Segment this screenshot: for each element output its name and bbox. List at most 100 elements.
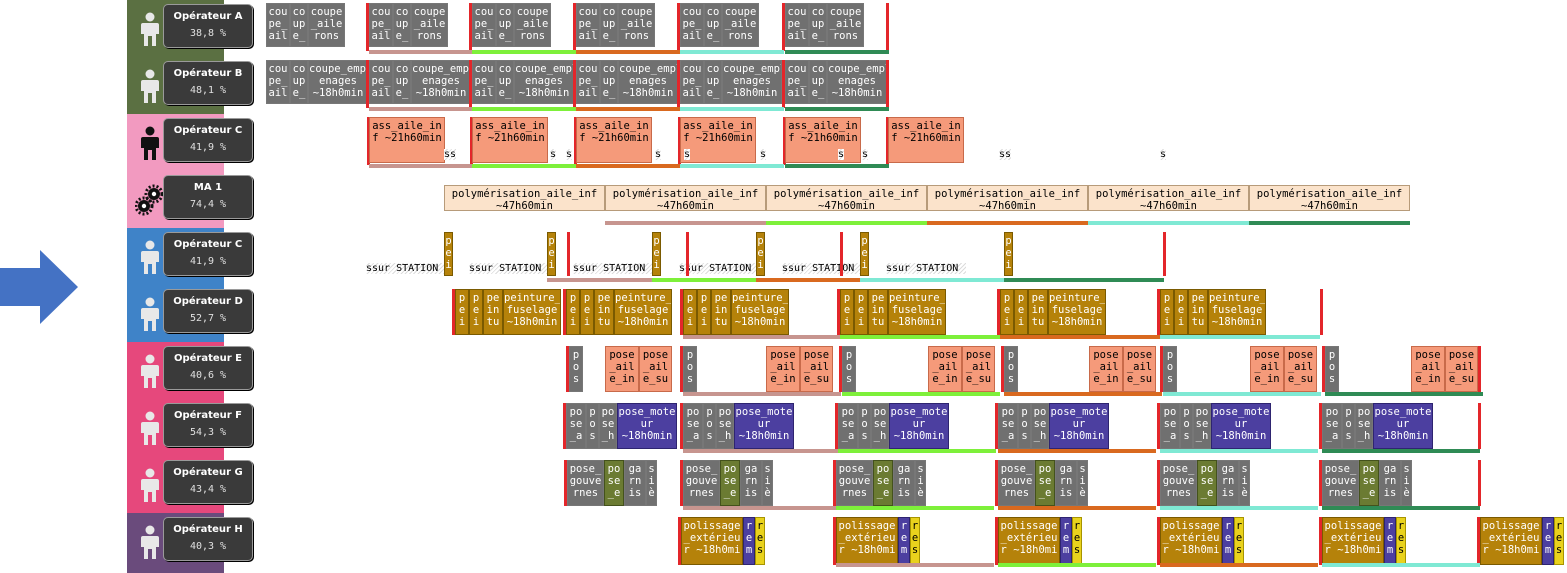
task-block[interactable]: pe in tu xyxy=(483,289,503,335)
task-block[interactable]: coupe_empl enages ~18h0min xyxy=(618,60,678,104)
task-block[interactable]: s i è xyxy=(1077,460,1088,506)
task-block[interactable]: ass_aile_in f ~21h60min xyxy=(576,117,652,163)
task-block[interactable]: ass_aile_in f ~21h60min xyxy=(680,117,756,163)
task-block[interactable]: p e i xyxy=(1014,289,1028,335)
task-block[interactable]: pe in tu xyxy=(1188,289,1208,335)
task-block[interactable]: polissage _extérieu r ~18h0mi xyxy=(836,517,898,565)
task-block[interactable]: pose _ail e_in xyxy=(928,346,962,392)
task-block[interactable]: po se _e xyxy=(1035,460,1055,506)
task-block[interactable]: polymérisation_aile_inf ~47h60min xyxy=(927,185,1088,211)
task-block[interactable]: r e m xyxy=(743,517,755,565)
task-block[interactable]: co up e_ xyxy=(600,3,618,47)
task-block[interactable]: ass_aile_in f ~21h60min xyxy=(785,117,861,163)
task-block[interactable]: p e i xyxy=(1160,289,1174,335)
task-block[interactable]: co up e_ xyxy=(704,60,722,104)
task-block[interactable]: cou pe_ ail xyxy=(680,3,704,47)
task-block[interactable]: pose_mote ur ~18h0min xyxy=(1373,403,1433,449)
task-block[interactable]: polissage _extérieu r ~18h0mi xyxy=(1322,517,1384,565)
task-block[interactable]: p e i xyxy=(1000,289,1014,335)
task-block[interactable]: pe in tu xyxy=(594,289,614,335)
task-block[interactable]: coupe _aile rons xyxy=(618,3,655,47)
task-block[interactable]: po se _e xyxy=(873,460,893,506)
task-block[interactable]: pose _ail e_in xyxy=(766,346,800,392)
task-block[interactable]: p o s xyxy=(858,403,871,449)
task-block[interactable]: co up e_ xyxy=(600,60,618,104)
task-block[interactable]: p e i xyxy=(547,232,556,276)
task-block[interactable]: ass_aile_in f ~21h60min xyxy=(472,117,548,163)
task-block[interactable]: po se _e xyxy=(720,460,740,506)
task-block[interactable]: pose _ail e_su xyxy=(1284,346,1317,392)
task-block[interactable]: co up e_ xyxy=(290,3,308,47)
task-block[interactable]: polissage _extérieu r ~18h0mi xyxy=(1160,517,1222,565)
task-block[interactable]: s i è xyxy=(646,460,657,506)
task-block[interactable]: p e i xyxy=(566,289,580,335)
task-block[interactable]: p e i xyxy=(860,232,869,276)
task-block[interactable]: p e i xyxy=(469,289,483,335)
task-block[interactable]: po se _h xyxy=(1031,403,1049,449)
task-block[interactable]: polymérisation_aile_inf ~47h60min xyxy=(444,185,605,211)
task-block[interactable]: po se _a xyxy=(566,403,586,449)
task-block[interactable]: pose _ail e_su xyxy=(800,346,833,392)
task-block[interactable]: p o s xyxy=(1180,403,1193,449)
task-block[interactable]: r e s xyxy=(910,517,920,565)
task-block[interactable]: p e i xyxy=(580,289,594,335)
task-block[interactable]: pose _ail e_in xyxy=(1411,346,1445,392)
task-block[interactable]: po se _e xyxy=(1359,460,1379,506)
task-block[interactable]: ass_aile_in f ~21h60min xyxy=(888,117,964,163)
task-block[interactable]: co up e_ xyxy=(704,3,722,47)
task-block[interactable]: pose _ail e_in xyxy=(1089,346,1123,392)
task-block[interactable]: p e i xyxy=(1174,289,1188,335)
task-block[interactable]: coupe_empl enages ~18h0min xyxy=(308,60,368,104)
task-block[interactable]: coupe _aile rons xyxy=(514,3,551,47)
task-block[interactable]: s i è xyxy=(1239,460,1250,506)
task-block[interactable]: pose _ail e_su xyxy=(1445,346,1478,392)
task-block[interactable]: r e s xyxy=(1234,517,1244,565)
task-block[interactable]: p e i xyxy=(697,289,711,335)
task-block[interactable]: pose_mote ur ~18h0min xyxy=(734,403,794,449)
task-block[interactable]: r e m xyxy=(1542,517,1554,565)
task-block[interactable]: p o s xyxy=(569,346,583,392)
task-block[interactable]: peinture_ fuselage ~18h0min xyxy=(1208,289,1266,335)
task-block[interactable]: pose_ gouve rnes xyxy=(998,460,1035,506)
task-block[interactable]: po se _h xyxy=(599,403,617,449)
task-block[interactable]: pose _ail e_in xyxy=(605,346,639,392)
task-block[interactable]: pose_ gouve rnes xyxy=(1160,460,1197,506)
task-block[interactable]: s i è xyxy=(915,460,926,506)
task-block[interactable]: r e m xyxy=(1222,517,1234,565)
task-block[interactable]: po se _e xyxy=(1197,460,1217,506)
task-block[interactable]: pe in tu xyxy=(711,289,731,335)
task-block[interactable]: polymérisation_aile_inf ~47h60min xyxy=(1249,185,1410,211)
task-block[interactable]: ga rn is xyxy=(1055,460,1077,506)
task-block[interactable]: cou pe_ ail xyxy=(369,60,393,104)
task-block[interactable]: cou pe_ ail xyxy=(680,60,704,104)
task-block[interactable]: polissage _extérieu r ~18h0mi xyxy=(998,517,1060,565)
task-block[interactable]: cou pe_ ail xyxy=(576,3,600,47)
task-block[interactable]: s i è xyxy=(762,460,773,506)
task-block[interactable]: pose_ gouve rnes xyxy=(567,460,604,506)
task-block[interactable]: r e m xyxy=(1384,517,1396,565)
task-block[interactable]: p o s xyxy=(683,346,697,392)
task-block[interactable]: p e i xyxy=(840,289,854,335)
task-block[interactable]: po se _a xyxy=(1160,403,1180,449)
task-block[interactable]: polymérisation_aile_inf ~47h60min xyxy=(766,185,927,211)
task-block[interactable]: peinture_ fuselage ~18h0min xyxy=(888,289,946,335)
task-block[interactable]: po se _h xyxy=(1355,403,1373,449)
task-block[interactable]: cou pe_ ail xyxy=(266,60,290,104)
task-block[interactable]: r e s xyxy=(1396,517,1406,565)
task-block[interactable]: p o s xyxy=(1342,403,1355,449)
task-block[interactable]: po se _h xyxy=(1193,403,1211,449)
task-block[interactable]: p o s xyxy=(842,346,856,392)
task-block[interactable]: co up e_ xyxy=(496,3,514,47)
task-block[interactable]: p o s xyxy=(1004,346,1018,392)
task-block[interactable]: co up e_ xyxy=(809,60,827,104)
task-block[interactable]: cou pe_ ail xyxy=(576,60,600,104)
task-block[interactable]: p e i xyxy=(683,289,697,335)
task-block[interactable]: pose _ail e_su xyxy=(1123,346,1156,392)
task-block[interactable]: coupe _aile rons xyxy=(411,3,448,47)
task-block[interactable]: pose_mote ur ~18h0min xyxy=(1049,403,1109,449)
